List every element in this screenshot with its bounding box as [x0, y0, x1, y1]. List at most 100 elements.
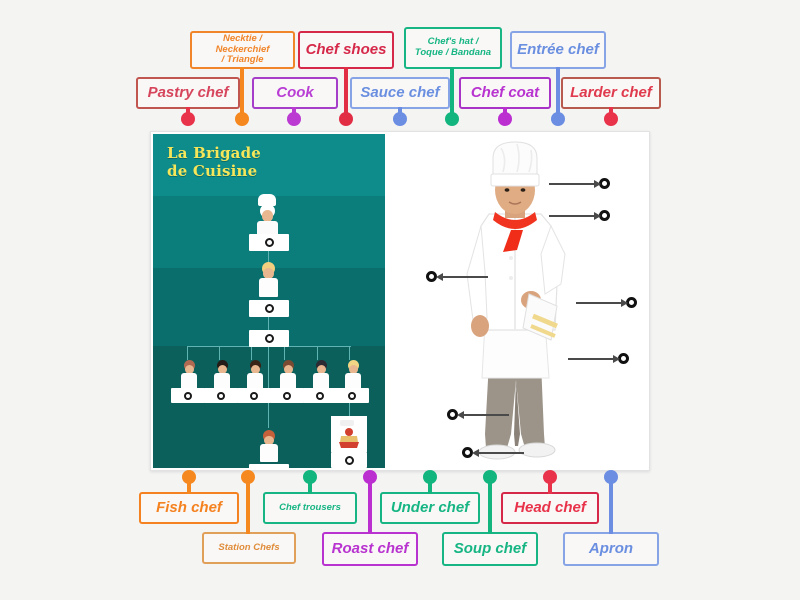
hotspot-arrow — [549, 212, 601, 220]
tree-connector — [284, 346, 286, 360]
label-chefs-hat-toque-bandana[interactable]: Chef's hat / Toque / Bandana — [404, 27, 502, 69]
label-pin-dot[interactable] — [181, 112, 195, 126]
brigade-hotspot-node[interactable] — [249, 234, 289, 251]
label-apron[interactable]: Apron — [563, 532, 659, 566]
label-pin-dot[interactable] — [339, 112, 353, 126]
hotspot-arrow — [568, 355, 620, 363]
hotspot-arrow — [436, 273, 488, 281]
label-pin-stem — [187, 476, 191, 494]
label-head-chef[interactable]: Head chef — [501, 492, 599, 524]
label-under-chef[interactable]: Under chef — [380, 492, 480, 524]
label-pin-dot[interactable] — [423, 470, 437, 484]
label-pin-stem — [368, 476, 372, 534]
label-cook[interactable]: Cook — [252, 77, 338, 109]
brigade-hotspot-node[interactable] — [249, 464, 289, 468]
label-necktie-neckerchief-triangle[interactable]: Necktie / Neckerchief / Triangle — [190, 31, 295, 69]
hotspot-arrow — [549, 180, 601, 188]
hotspot-ring — [264, 304, 274, 313]
brigade-hotspot-node[interactable] — [249, 330, 289, 347]
label-entree-chef[interactable]: Entrée chef — [510, 31, 606, 69]
hotspot-ring — [264, 238, 274, 247]
label-pin-stem — [308, 476, 312, 494]
hotspot-ring — [316, 391, 324, 400]
hotspot-shoes[interactable] — [462, 447, 473, 458]
label-pin-dot[interactable] — [303, 470, 317, 484]
label-pastry-chef[interactable]: Pastry chef — [136, 77, 240, 109]
label-pin-stem — [428, 476, 432, 494]
tree-connector — [251, 346, 253, 360]
label-chef-trousers[interactable]: Chef trousers — [263, 492, 357, 524]
label-pin-dot[interactable] — [498, 112, 512, 126]
label-station-chefs[interactable]: Station Chefs — [202, 532, 296, 564]
tree-connector — [268, 310, 270, 332]
brigade-figure — [260, 430, 278, 462]
brigade-hotspot-node[interactable] — [270, 388, 304, 403]
label-pin-stem — [548, 476, 552, 494]
brigade-figure — [214, 360, 230, 389]
label-fish-chef[interactable]: Fish chef — [139, 492, 239, 524]
label-sauce-chef[interactable]: Sauce chef — [350, 77, 450, 109]
label-pin-dot[interactable] — [543, 470, 557, 484]
brigade-hotspot-node[interactable] — [204, 388, 238, 403]
hotspot-ring — [250, 391, 258, 400]
brigade-hotspot-node[interactable] — [171, 388, 205, 403]
label-larder-chef[interactable]: Larder chef — [561, 77, 661, 109]
brigade-hotspot-node[interactable] — [331, 452, 367, 468]
label-pin-stem — [292, 107, 296, 116]
brigade-hotspot-node[interactable] — [249, 300, 289, 317]
label-pin-dot[interactable] — [393, 112, 407, 126]
media-inner: La Brigade de Cuisine — [153, 134, 647, 468]
hotspot-ring — [283, 391, 291, 400]
label-pin-stem — [186, 107, 190, 116]
label-pin-dot[interactable] — [445, 112, 459, 126]
brigade-poster: La Brigade de Cuisine — [153, 134, 385, 468]
label-pin-dot[interactable] — [182, 470, 196, 484]
tree-connector — [317, 346, 319, 360]
label-pin-dot[interactable] — [287, 112, 301, 126]
label-pin-stem — [609, 107, 613, 116]
label-pin-dot[interactable] — [241, 470, 255, 484]
label-pin-stem — [398, 107, 402, 116]
label-pin-dot[interactable] — [235, 112, 249, 126]
tree-connector — [268, 346, 270, 428]
brigade-hotspot-node[interactable] — [335, 388, 369, 403]
label-chef-shoes[interactable]: Chef shoes — [298, 31, 394, 69]
tree-connector — [268, 242, 270, 266]
label-pin-dot[interactable] — [604, 112, 618, 126]
brigade-figure — [313, 360, 329, 389]
brigade-hotspot-node[interactable] — [303, 388, 337, 403]
chef-photo-panel — [385, 134, 647, 468]
brigade-figure — [345, 360, 361, 389]
label-pin-stem — [488, 476, 492, 534]
hotspot-coat[interactable] — [426, 271, 437, 282]
pastry-station-illustration — [331, 416, 367, 452]
brigade-figure — [280, 360, 296, 389]
hotspot-trousers[interactable] — [447, 409, 458, 420]
label-pin-dot[interactable] — [604, 470, 618, 484]
brigade-figure — [181, 360, 197, 389]
label-pin-stem — [556, 67, 560, 116]
brigade-figure — [247, 360, 263, 389]
hotspot-ring — [348, 391, 356, 400]
poster-band-1 — [153, 134, 385, 196]
label-pin-stem — [609, 476, 613, 534]
label-chef-coat[interactable]: Chef coat — [459, 77, 551, 109]
label-pin-dot[interactable] — [363, 470, 377, 484]
hotspot-arrow — [472, 449, 524, 457]
brigade-hotspot-node[interactable] — [237, 388, 271, 403]
label-pin-stem — [246, 476, 250, 534]
label-pin-stem — [450, 67, 454, 116]
media-frame: La Brigade de Cuisine — [150, 131, 650, 471]
label-pin-dot[interactable] — [483, 470, 497, 484]
brigade-figure — [259, 262, 279, 297]
tree-connector — [219, 346, 221, 360]
tree-connector — [349, 346, 351, 360]
label-soup-chef[interactable]: Soup chef — [442, 532, 538, 566]
label-pin-dot[interactable] — [551, 112, 565, 126]
label-pin-stem — [240, 67, 244, 116]
tree-connector — [187, 346, 189, 360]
label-roast-chef[interactable]: Roast chef — [322, 532, 418, 566]
hotspot-ring — [344, 455, 354, 465]
hotspot-arrow — [576, 299, 628, 307]
